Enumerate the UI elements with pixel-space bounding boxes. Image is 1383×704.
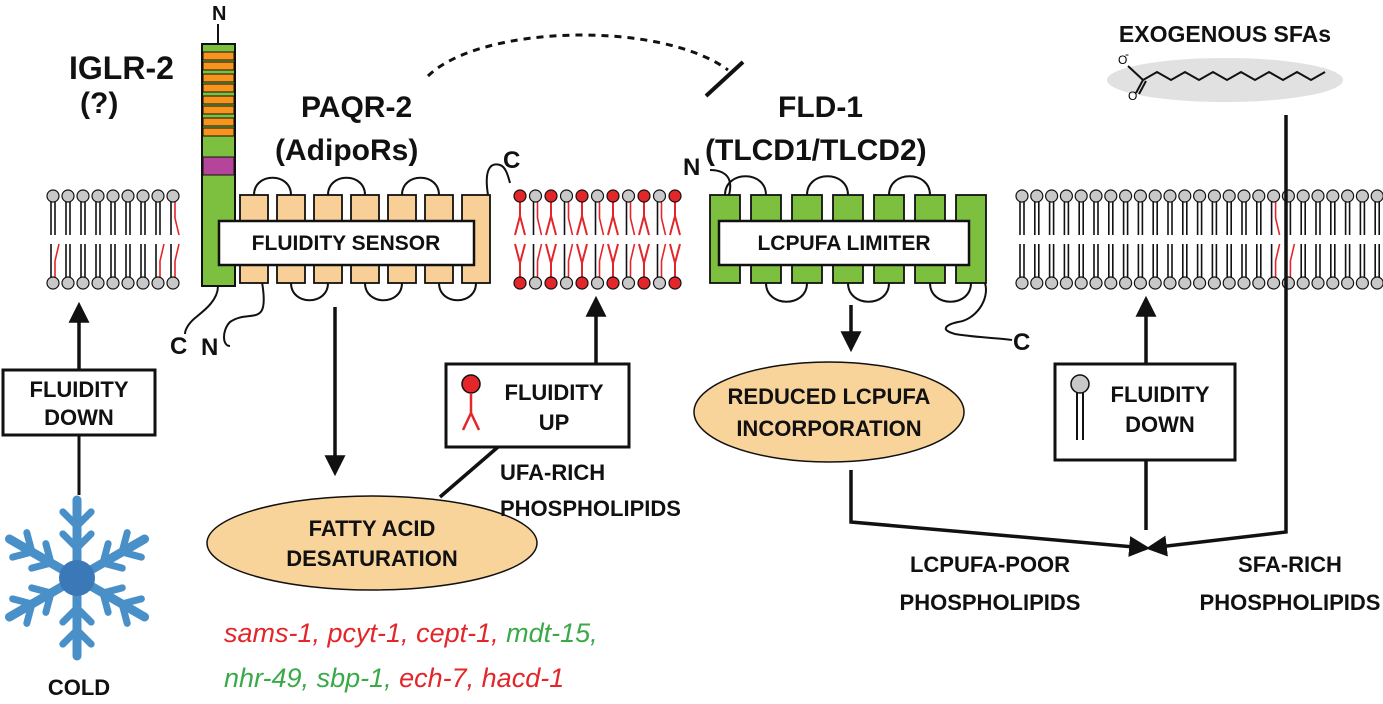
paqr-n-terminus: N (201, 334, 218, 361)
fluidity-up-line1: FLUIDITY (505, 380, 604, 405)
lcpufa-poor-line1: LCPUFA-POOR (910, 552, 1070, 577)
ufa-rich-line2: PHOSPHOLIPIDS (500, 496, 681, 521)
fluidity-down-left-line1: FLUIDITY (30, 377, 129, 402)
carboxylate-o: O (1128, 89, 1137, 103)
fluidity-sensor-label: FLUIDITY SENSOR (252, 232, 441, 255)
fluidity-down-right-line1: FLUIDITY (1111, 382, 1210, 407)
carboxylate-charge: - (1125, 47, 1129, 61)
iglr-2-label: IGLR-2 (69, 50, 174, 86)
fld-n-terminus: N (683, 154, 700, 181)
membrane-right (1015, 189, 1383, 290)
fld-c-terminus: C (1013, 329, 1030, 356)
inhibition-bar (704, 60, 745, 98)
sfa-rich-line1: SFA-RICH (1238, 552, 1342, 577)
iglr-2-protein: N C (170, 3, 236, 360)
fluidity-down-box-left (1, 368, 157, 437)
lcpufa-limiter-box (717, 219, 971, 267)
desaturation-to-up-box-line (438, 445, 500, 499)
fluidity-up-line2: UP (539, 410, 570, 435)
carboxylate-o-minus: O (1118, 53, 1127, 67)
gene-list-line2: nhr-49, sbp-1, ech-7, hacd-1 (224, 663, 564, 693)
desaturation-line2: DESATURATION (286, 546, 458, 571)
iglr-n-terminus: N (212, 3, 226, 25)
cold-label: COLD (48, 675, 110, 699)
fluidity-down-left-line2: DOWN (44, 405, 114, 430)
fluidity-down-box-right (1053, 362, 1237, 462)
membrane-left (46, 189, 180, 290)
paqr-2-label: PAQR-2 (301, 91, 412, 124)
fatty-acid-desaturation-ellipse (206, 495, 538, 591)
paqr-c-terminus: C (503, 147, 520, 174)
inhibition-arc (426, 33, 729, 78)
reduced-line1: REDUCED LCPUFA (728, 384, 931, 409)
snowflake-icon (4, 495, 150, 661)
gene-list-line1: sams-1, pcyt-1, cept-1, mdt-15, (224, 618, 598, 648)
desaturation-line1: FATTY ACID (309, 516, 436, 541)
paqr-2-alias: (AdipoRs) (275, 134, 418, 167)
iglr-2-question: (?) (80, 87, 118, 120)
lcpufa-limiter-label: LCPUFA LIMITER (757, 232, 930, 255)
membrane-ufa-rich (513, 189, 682, 290)
arrow-exogenous-to-convergence (1145, 115, 1288, 557)
reduced-lcpufa-ellipse (693, 361, 965, 463)
fld-1-alias: (TLCD1/TLCD2) (705, 134, 927, 167)
fatty-acid-molecule-icon: O - O (1107, 47, 1343, 103)
arrow-reduced-to-convergence (849, 470, 1151, 557)
exogenous-sfas-label: EXOGENOUS SFAs (1119, 21, 1331, 47)
unsaturated-lipid-icon (461, 374, 481, 431)
lcpufa-poor-line2: PHOSPHOLIPIDS (900, 590, 1081, 615)
iglr-c-terminus: C (170, 333, 187, 360)
fld-1-protein: LCPUFA LIMITER (709, 169, 1013, 341)
sfa-rich-line2: PHOSPHOLIPIDS (1200, 590, 1381, 615)
paqr-2-protein: FLUIDITY SENSOR (217, 163, 511, 347)
ufa-rich-line1: UFA-RICH (500, 460, 605, 485)
saturated-lipid-icon (1070, 374, 1090, 440)
fluidity-sensor-box (217, 219, 476, 267)
fld-1-label: FLD-1 (778, 91, 863, 124)
reduced-line2: INCORPORATION (736, 416, 921, 441)
fluidity-down-right-line2: DOWN (1125, 412, 1195, 437)
